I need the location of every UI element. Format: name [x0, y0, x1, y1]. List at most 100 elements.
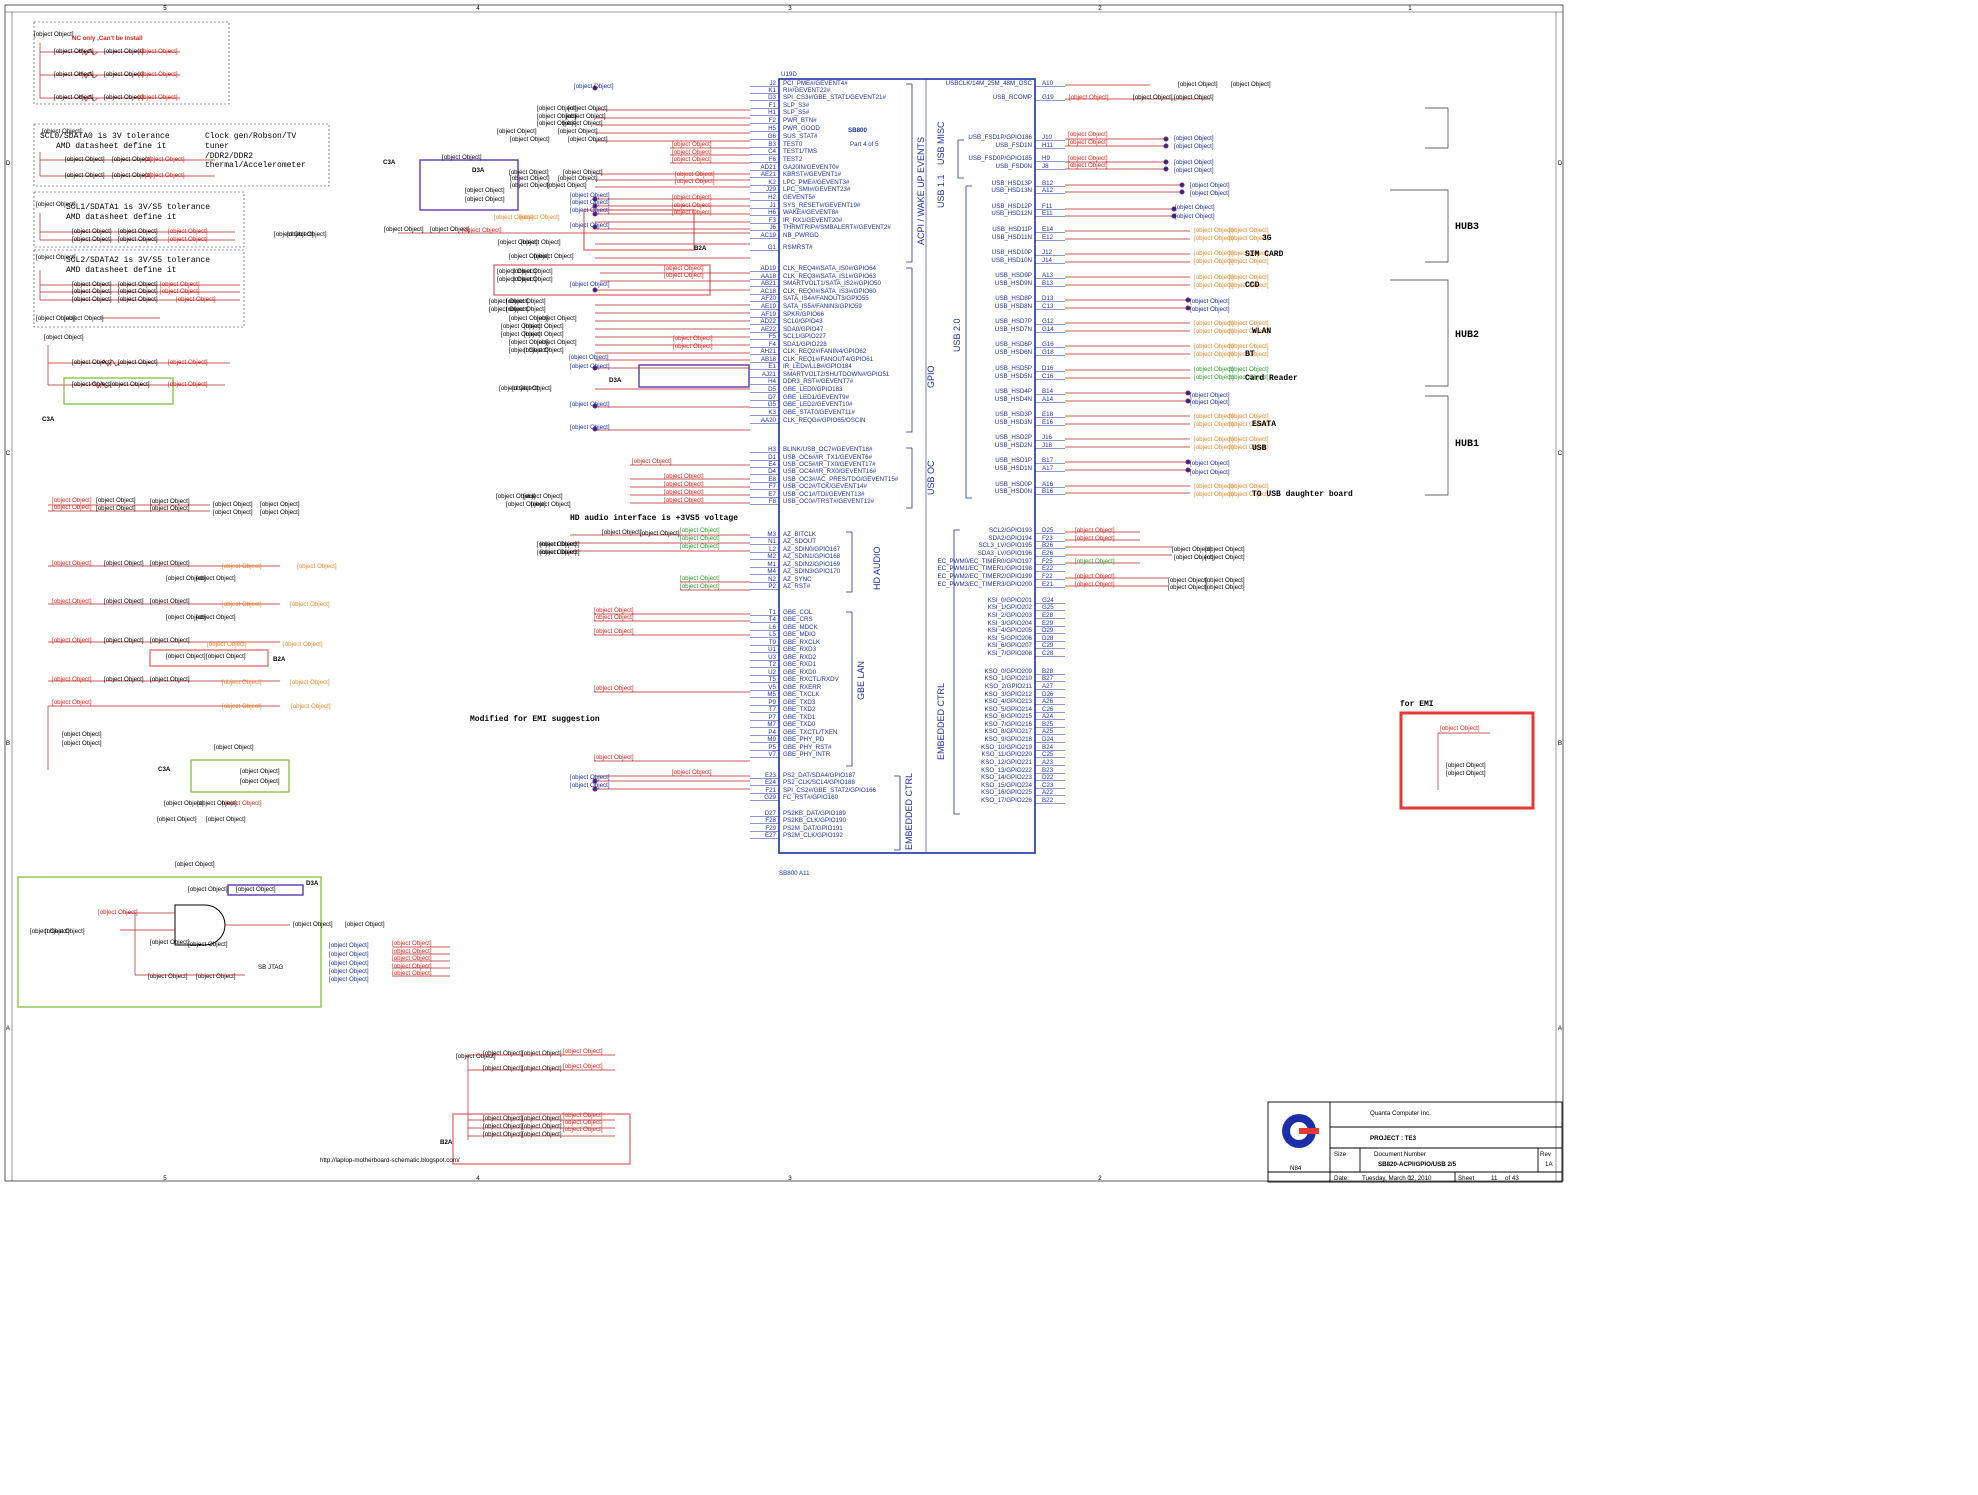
label: [object Object]: [52, 560, 92, 567]
label: [object Object]: [594, 685, 634, 692]
label: A27: [1042, 683, 1054, 690]
test-point: [1163, 136, 1169, 142]
label: [object Object]: [497, 268, 537, 275]
label: [object Object]: [680, 575, 720, 582]
label: [object Object]: [65, 156, 105, 163]
label: [object Object]: [531, 501, 571, 508]
label: HUB3: [1455, 222, 1479, 233]
label: [object Object]: [54, 48, 94, 55]
label: [object Object]: [1194, 374, 1234, 381]
label: J2: [769, 80, 776, 87]
label: P5: [768, 744, 776, 751]
label: F4: [769, 341, 777, 348]
label: D13: [1042, 295, 1054, 302]
label: [object Object]: [672, 202, 712, 209]
label: 2: [1098, 1175, 1102, 1182]
label: 5: [163, 1175, 167, 1182]
label: PS2M_CLK/GPIO192: [783, 832, 843, 839]
label: Sheet: [1458, 1175, 1474, 1182]
label: [object Object]: [164, 800, 204, 807]
label: [object Object]: [260, 509, 300, 516]
label: USB_OC5#/IR_TX0/GEVENT17#: [783, 461, 876, 468]
label: [object Object]: [498, 239, 538, 246]
label: L6: [769, 624, 776, 631]
label: N1: [768, 538, 776, 545]
label: T4: [769, 616, 777, 623]
label: IR_LED#/LLB#/GPIO184: [783, 363, 852, 370]
label: tuner: [205, 142, 229, 151]
label: Clock gen/Robson/TV: [205, 132, 296, 141]
label: EC_PWM1/EC_TIMER1/GPIO198: [937, 565, 1032, 572]
label: AE19: [761, 303, 777, 310]
label: [object Object]: [1229, 413, 1269, 420]
label: [object Object]: [168, 228, 208, 235]
label: SATA_IS5#/FANIN3/GPIO59: [783, 303, 862, 310]
label: [object Object]: [52, 676, 92, 683]
label: [object Object]: [483, 1131, 523, 1138]
label: [object Object]: [1194, 258, 1234, 265]
label: B24: [1042, 744, 1054, 751]
label: USB_HSD5N: [995, 373, 1032, 380]
label: GBE_TXD1: [783, 714, 816, 721]
label: T5: [769, 676, 777, 683]
test-point: [1185, 467, 1191, 473]
label: CLK_REQ2#/FANIN4/GPIO62: [783, 348, 867, 355]
label: A12: [1042, 187, 1054, 194]
label: [object Object]: [522, 1115, 562, 1122]
label: [object Object]: [1194, 320, 1234, 327]
label: 4: [476, 1175, 480, 1182]
label: [object Object]: [138, 71, 178, 78]
label: [object Object]: [1205, 546, 1245, 553]
label: AZ_SDIN3/GPIO170: [783, 568, 841, 575]
label: [object Object]: [196, 973, 236, 980]
label: T9: [769, 639, 777, 646]
label: CLK_REQ1#/FANOUT4/GPIO61: [783, 356, 874, 363]
label: [object Object]: [680, 543, 720, 550]
label: [object Object]: [222, 679, 262, 686]
label: [object Object]: [520, 214, 560, 221]
label: Card Reader: [1245, 374, 1298, 383]
label: G24: [1042, 597, 1054, 604]
label: [object Object]: [1194, 343, 1234, 350]
label: USB_HSD9N: [995, 280, 1032, 287]
label: GBE_PHY_RST#: [783, 744, 832, 751]
label: [object Object]: [570, 192, 610, 199]
label: [object Object]: [104, 598, 144, 605]
label: [object Object]: [52, 598, 92, 605]
label: http://laptop-motherboard-schematic.blog…: [320, 1157, 460, 1164]
label: [object Object]: [570, 222, 610, 229]
label: M2: [767, 553, 776, 560]
label: RSMRST#: [783, 244, 813, 251]
label: [object Object]: [537, 549, 577, 556]
label: [object Object]: [568, 136, 608, 143]
label: LPC_PME#/GEVENT3#: [783, 179, 850, 186]
label: DDR3_RST#/GEVENT7#: [783, 378, 854, 385]
label: AZ_SYNC: [783, 576, 812, 583]
test-point: [1185, 297, 1191, 303]
label: G14: [1042, 326, 1054, 333]
test-point: [592, 403, 598, 409]
label: [object Object]: [558, 175, 598, 182]
label: GBE_LED0/GPIO183: [783, 386, 843, 393]
label: [object Object]: [65, 172, 105, 179]
label: G1: [768, 244, 777, 251]
label: [object Object]: [574, 83, 614, 90]
label: D26: [1042, 691, 1054, 698]
label: [object Object]: [1190, 460, 1230, 467]
label: D3A: [472, 167, 485, 174]
label: [object Object]: [1229, 235, 1269, 242]
label: of 43: [1505, 1175, 1519, 1182]
label: [object Object]: [1175, 213, 1215, 220]
label: [object Object]: [329, 960, 369, 967]
label: [object Object]: [1194, 351, 1234, 358]
label: BLINK/USB_OC7#/GEVENT18#: [783, 446, 873, 453]
label: [object Object]: [672, 156, 712, 163]
label: FC_RST#/GPIO160: [783, 794, 839, 801]
label: [object Object]: [1194, 250, 1234, 257]
label: [object Object]: [506, 306, 546, 313]
label: [object Object]: [206, 653, 246, 660]
label: [object Object]: [547, 182, 587, 189]
label: [object Object]: [392, 940, 432, 947]
label: [object Object]: [594, 628, 634, 635]
label: [object Object]: [456, 1053, 496, 1060]
